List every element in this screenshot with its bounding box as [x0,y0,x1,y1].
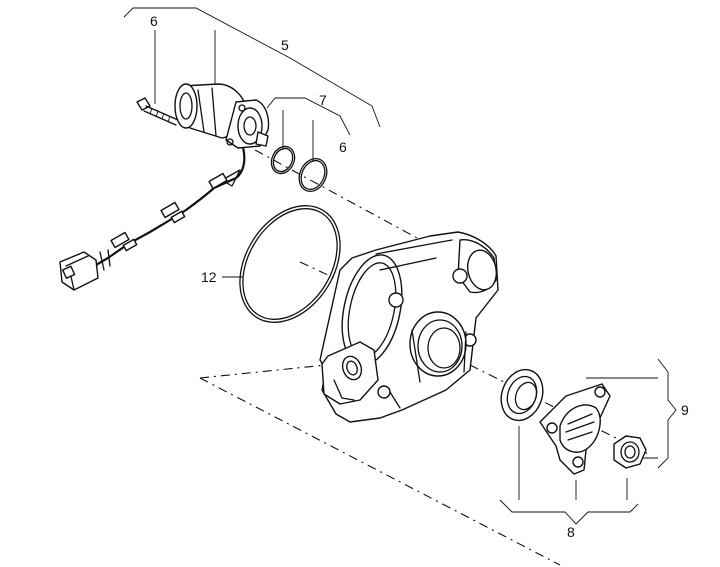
wiring-harness [95,146,246,271]
label-6-middle: 6 [339,139,347,155]
callout-8-bracket [499,426,639,525]
label-5: 5 [281,37,289,53]
label-8: 8 [567,524,575,540]
label-12: 12 [201,269,217,285]
callout-7-bracket [266,97,351,162]
label-9: 9 [681,402,689,418]
plug-connector [59,251,99,291]
mounting-screw [136,97,179,126]
shaft-seal [500,368,544,422]
gasket-ring-12 [239,205,341,323]
callout-5-bracket [123,7,381,128]
gear-housing [319,231,499,423]
label-6-top: 6 [150,13,158,29]
o-ring-6 [298,157,328,193]
actuator-motor [174,83,270,149]
drive-flange [539,383,611,475]
flange-nut [613,435,647,469]
label-7: 7 [319,92,327,108]
o-ring-7 [270,145,296,175]
